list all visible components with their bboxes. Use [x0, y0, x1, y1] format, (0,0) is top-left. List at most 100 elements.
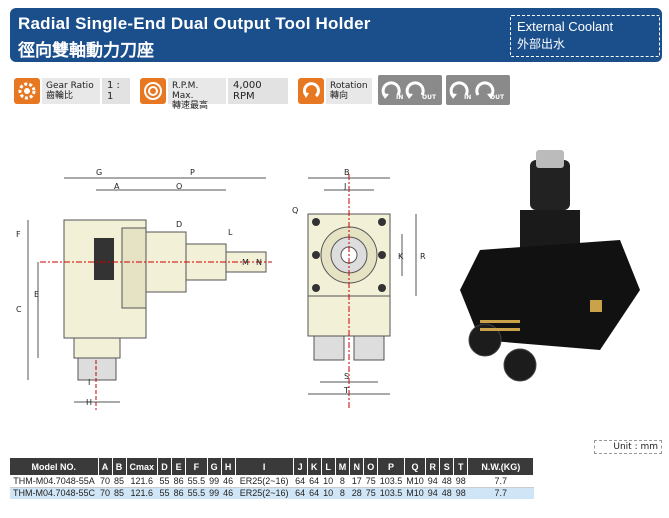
coolant-box: External Coolant 外部出水	[510, 15, 660, 57]
cell: 8	[335, 475, 350, 488]
cell: 103.5	[377, 487, 405, 499]
cell: 55.5	[185, 475, 208, 488]
gear-icon	[14, 78, 40, 104]
out-label-1: OUT	[422, 94, 437, 101]
title-en: Radial Single-End Dual Output Tool Holde…	[18, 14, 371, 33]
dim-label-c: C	[16, 305, 22, 314]
cell: 99	[207, 487, 222, 499]
cell: 64	[293, 487, 308, 499]
rpm-label: R.P.M. Max. 轉速最高	[168, 78, 226, 111]
col-m: M	[335, 458, 351, 475]
col-j: J	[293, 458, 308, 475]
rpm-label-zh: 轉速最高	[172, 101, 209, 111]
col-o: O	[363, 458, 379, 475]
cell: 10	[321, 487, 336, 499]
cell-weight: 7.7	[467, 487, 534, 499]
dim-label-p: P	[190, 168, 195, 177]
dim-label-g: G	[96, 168, 103, 177]
cell: 55	[157, 487, 172, 499]
cell: 46	[221, 475, 236, 488]
col-e: E	[171, 458, 187, 475]
col-r: R	[425, 458, 441, 475]
cell-model: THM-M04.7048-55A	[10, 475, 98, 488]
cell: M10	[404, 475, 426, 488]
dim-label-f: F	[16, 230, 21, 239]
cell: ER25(2~16)	[235, 487, 294, 499]
cell: 103.5	[377, 475, 405, 488]
out-label-2: OUT	[490, 94, 505, 101]
gear-ratio-value: 1 : 1	[102, 78, 130, 104]
col-i: I	[235, 458, 294, 475]
cell: 98	[453, 475, 468, 488]
cell: 55	[157, 475, 172, 488]
gear-ratio-label-zh: 齒輪比	[46, 91, 74, 101]
gear-ratio-label: Gear Ratio 齒輪比	[42, 78, 100, 104]
front-view-drawing	[27, 177, 272, 410]
dim-label-l: L	[228, 228, 233, 237]
dim-label-t: T	[344, 386, 349, 395]
rotation-icon	[298, 78, 324, 104]
rotation-ccw-box: IN OUT	[378, 75, 442, 105]
cell: 48	[439, 475, 454, 488]
cell: 10	[321, 475, 336, 488]
cell: 121.6	[126, 475, 158, 488]
rotation-cw-box: IN OUT	[446, 75, 510, 105]
table-row: THM-M04.7048-55A 70 85 121.6 55 86 55.5 …	[10, 475, 534, 488]
cell: 17	[349, 475, 364, 488]
dim-label-m: M	[242, 258, 249, 267]
rotation-ccw-icon	[381, 81, 425, 99]
cell: 64	[293, 475, 308, 488]
table-header-row: Model NO. A B Cmax D E F G H I J K L M N…	[10, 458, 535, 475]
cell: M10	[404, 487, 426, 499]
col-n: N	[349, 458, 365, 475]
col-g: G	[207, 458, 222, 475]
gear-ratio-label-en: Gear Ratio	[46, 81, 94, 91]
cell: 70	[98, 487, 113, 499]
cell: 121.6	[126, 487, 158, 499]
col-f: F	[185, 458, 208, 475]
dim-label-s: S	[344, 372, 350, 381]
cell: 94	[425, 475, 440, 488]
dim-label-e: E	[34, 290, 40, 299]
cell: 48	[439, 487, 454, 499]
cell: 99	[207, 475, 222, 488]
rotation-label-zh: 轉向	[330, 91, 349, 101]
header-banner: Radial Single-End Dual Output Tool Holde…	[10, 8, 662, 62]
cell: 98	[453, 487, 468, 499]
col-k: K	[307, 458, 322, 475]
dim-label-j: J	[344, 182, 347, 191]
cell: 28	[349, 487, 364, 499]
cell: 86	[171, 475, 186, 488]
dim-label-a: A	[114, 182, 120, 191]
col-a: A	[98, 458, 113, 475]
table-row: THM-M04.7048-55C 70 85 121.6 55 86 55.5 …	[10, 487, 534, 499]
unit-label: Unit : mm	[594, 440, 662, 454]
rpm-value: 4,000 RPM	[228, 78, 288, 104]
title-zh: 徑向雙軸動力刀座	[18, 41, 154, 61]
dim-label-r: R	[420, 252, 426, 261]
cell: 86	[171, 487, 186, 499]
rotation-label: Rotation 轉向	[326, 78, 372, 104]
cell: 75	[363, 475, 378, 488]
cell: 85	[112, 487, 127, 499]
col-model: Model NO.	[10, 458, 99, 475]
col-s: S	[439, 458, 455, 475]
dim-label-o: O	[176, 182, 183, 191]
dim-label-k: K	[398, 252, 404, 261]
coolant-zh: 外部出水	[517, 37, 566, 51]
col-d: D	[157, 458, 173, 475]
spec-table: Model NO. A B Cmax D E F G H I J K L M N…	[10, 458, 535, 499]
cell: 8	[335, 487, 350, 499]
in-label-2: IN	[464, 94, 472, 101]
cell: 94	[425, 487, 440, 499]
cell: 64	[307, 475, 322, 488]
dim-label-d: D	[176, 220, 183, 229]
cell: 64	[307, 487, 322, 499]
col-q: Q	[404, 458, 427, 475]
col-p: P	[377, 458, 405, 475]
col-weight: N.W.(KG)	[467, 458, 535, 475]
col-l: L	[321, 458, 336, 475]
dim-label-n: N	[256, 258, 262, 267]
side-view-drawing	[307, 174, 417, 410]
rotation-cw-icon	[449, 81, 495, 99]
